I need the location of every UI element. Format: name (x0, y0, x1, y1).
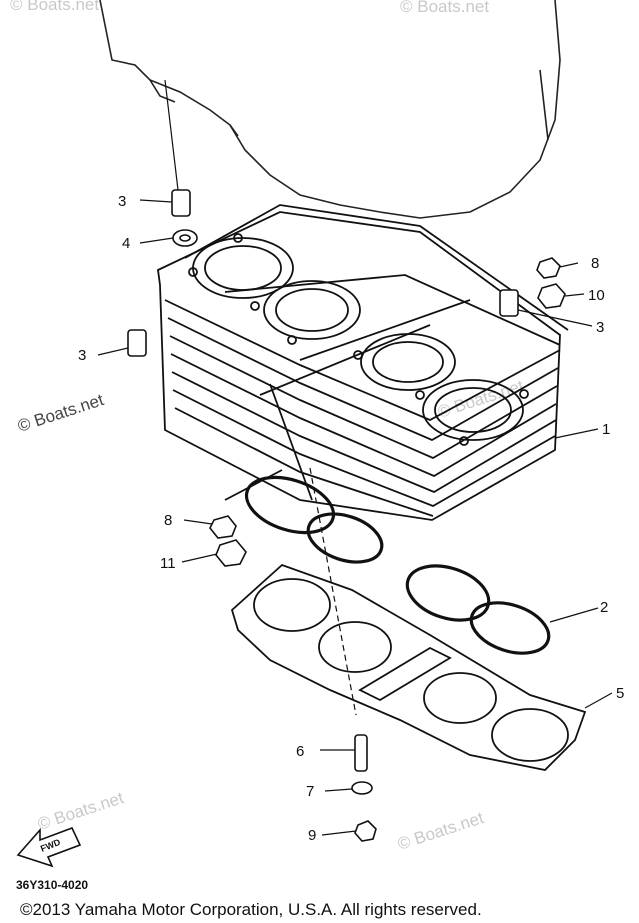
crankcase-outline (99, 0, 561, 219)
leader-lines (97, 79, 613, 836)
callout-2: 2 (600, 599, 608, 616)
callout-9: 9 (308, 827, 316, 844)
cylinder-gasket (230, 563, 587, 771)
watermark: © Boats.net (15, 390, 106, 436)
callout-labels: 1 2 3 3 3 4 5 6 7 8 8 9 10 11 (78, 193, 624, 844)
callout-6: 6 (296, 743, 304, 760)
forward-arrow-icon: FWD (16, 826, 82, 868)
watermark: © Boats.net (35, 788, 126, 834)
watermark: © Boats.net (10, 0, 99, 14)
callout-1: 1 (602, 421, 610, 438)
callout-4: 4 (122, 235, 130, 252)
watermark: © Boats.net (395, 808, 486, 854)
copyright-notice: ©2013 Yamaha Motor Corporation, U.S.A. A… (20, 900, 482, 919)
cylinder-exploded-diagram: © Boats.net © Boats.net © Boats.net © Bo… (10, 0, 624, 868)
callout-3: 3 (78, 347, 86, 364)
callout-10: 10 (588, 287, 605, 304)
callout-3: 3 (596, 319, 604, 336)
callout-11: 11 (160, 555, 176, 572)
o-rings (244, 475, 551, 655)
callout-3: 3 (118, 193, 126, 210)
callout-5: 5 (616, 685, 624, 702)
fasteners (127, 189, 566, 842)
callout-8: 8 (164, 512, 172, 529)
watermark: © Boats.net (400, 0, 489, 16)
cylinder-block (157, 204, 569, 521)
callout-8: 8 (591, 255, 599, 272)
callout-7: 7 (306, 783, 314, 800)
diagram-part-number: 36Y310-4020 (16, 878, 89, 892)
